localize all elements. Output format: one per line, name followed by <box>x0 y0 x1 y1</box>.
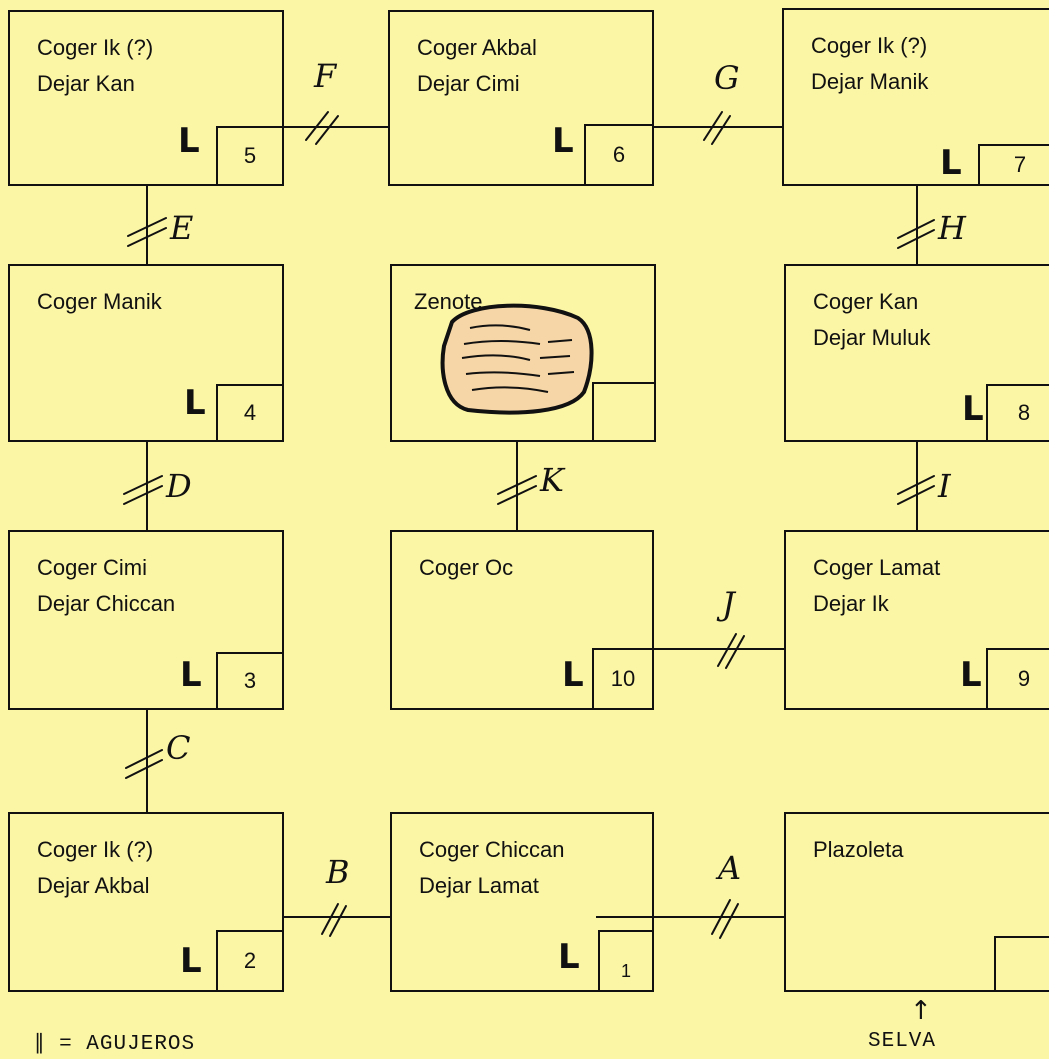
connector-5-6 <box>282 126 390 128</box>
room-number <box>994 936 1049 992</box>
room-number: 6 <box>584 124 654 186</box>
room-action-take: Coger Oc <box>419 555 513 581</box>
room-title: Plazoleta <box>813 837 904 863</box>
room-3[interactable]: Coger Cimi Dejar Chiccan L 3 <box>8 530 284 710</box>
hole-marker: L <box>180 658 202 692</box>
room-action-drop: Dejar Chiccan <box>37 591 175 617</box>
room-number: 5 <box>216 126 284 186</box>
exit-arrow-icon: ↑ <box>910 996 932 1026</box>
room-9[interactable]: Coger Lamat Dejar Ik L 9 <box>784 530 1049 710</box>
room-number: 4 <box>216 384 284 442</box>
connector-8-9 <box>916 440 918 532</box>
room-number: 1 <box>598 930 654 992</box>
room-action-take: Coger Kan <box>813 289 918 315</box>
passage-label-b: B <box>326 856 350 888</box>
hole-marker: L <box>184 386 206 420</box>
room-2[interactable]: Coger Ik (?) Dejar Akbal L 2 <box>8 812 284 992</box>
connector-zenote-10 <box>516 440 518 532</box>
hole-marker: L <box>962 392 984 426</box>
room-6[interactable]: Coger Akbal Dejar Cimi L 6 <box>388 10 654 186</box>
hole-marker: L <box>940 146 962 180</box>
room-action-drop: Dejar Lamat <box>419 873 539 899</box>
room-number: 8 <box>986 384 1049 442</box>
passage-label-c: C <box>166 732 190 764</box>
room-action-drop: Dejar Cimi <box>417 71 520 97</box>
passage-label-j: J <box>722 588 735 620</box>
room-number: 10 <box>592 648 654 710</box>
room-action-take: Coger Ik (?) <box>37 837 153 863</box>
room-action-drop: Dejar Manik <box>811 69 928 95</box>
room-7[interactable]: Coger Ik (?) Dejar Manik L 7 <box>782 8 1049 186</box>
hole-marker: L <box>562 658 584 692</box>
passage-label-g: G <box>714 62 740 94</box>
passage-label-a: A <box>718 852 741 884</box>
room-action-take: Coger Ik (?) <box>37 35 153 61</box>
passage-label-k: K <box>540 464 564 496</box>
room-action-drop: Dejar Ik <box>813 591 889 617</box>
room-8[interactable]: Coger Kan Dejar Muluk L 8 <box>784 264 1049 442</box>
room-title: Zenote <box>414 289 483 315</box>
hole-marker: L <box>180 944 202 978</box>
room-action-drop: Dejar Akbal <box>37 873 150 899</box>
room-zenote[interactable]: Zenote <box>390 264 656 442</box>
room-action-drop: Dejar Kan <box>37 71 135 97</box>
passage-label-e: E <box>170 212 193 244</box>
room-action-take: Coger Manik <box>37 289 162 315</box>
room-action-drop: Dejar Muluk <box>813 325 930 351</box>
passage-label-i: I <box>938 470 951 502</box>
connector-4-3 <box>146 440 148 532</box>
room-number: 3 <box>216 652 284 710</box>
connector-6-7 <box>652 126 784 128</box>
connector-5-4 <box>146 184 148 266</box>
connector-2-1 <box>282 916 390 918</box>
room-action-take: Coger Ik (?) <box>811 33 927 59</box>
room-number: 2 <box>216 930 284 992</box>
room-5[interactable]: Coger Ik (?) Dejar Kan L 5 <box>8 10 284 186</box>
room-1[interactable]: Coger Chiccan Dejar Lamat L 1 <box>390 812 654 992</box>
legend-holes: ∥ = AGUJEROS <box>34 1030 195 1056</box>
hole-marker: L <box>960 658 982 692</box>
room-4[interactable]: Coger Manik L 4 <box>8 264 284 442</box>
room-action-take: Coger Lamat <box>813 555 940 581</box>
room-plazoleta[interactable]: Plazoleta <box>784 812 1049 992</box>
room-action-take: Coger Chiccan <box>419 837 565 863</box>
room-number <box>592 382 656 442</box>
connector-3-2 <box>146 708 148 814</box>
exit-label-selva: SELVA <box>868 1030 936 1053</box>
passage-label-h: H <box>938 212 966 244</box>
passage-label-f: F <box>314 60 336 92</box>
room-number: 9 <box>986 648 1049 710</box>
room-action-take: Coger Akbal <box>417 35 537 61</box>
hole-marker: L <box>178 124 200 158</box>
room-number: 7 <box>978 144 1049 186</box>
hole-marker: L <box>558 940 580 974</box>
connector-7-8 <box>916 184 918 266</box>
hole-marker: L <box>552 124 574 158</box>
room-10[interactable]: Coger Oc L 10 <box>390 530 654 710</box>
passage-label-d: D <box>166 470 192 502</box>
connector-10-9 <box>652 648 784 650</box>
room-action-take: Coger Cimi <box>37 555 147 581</box>
